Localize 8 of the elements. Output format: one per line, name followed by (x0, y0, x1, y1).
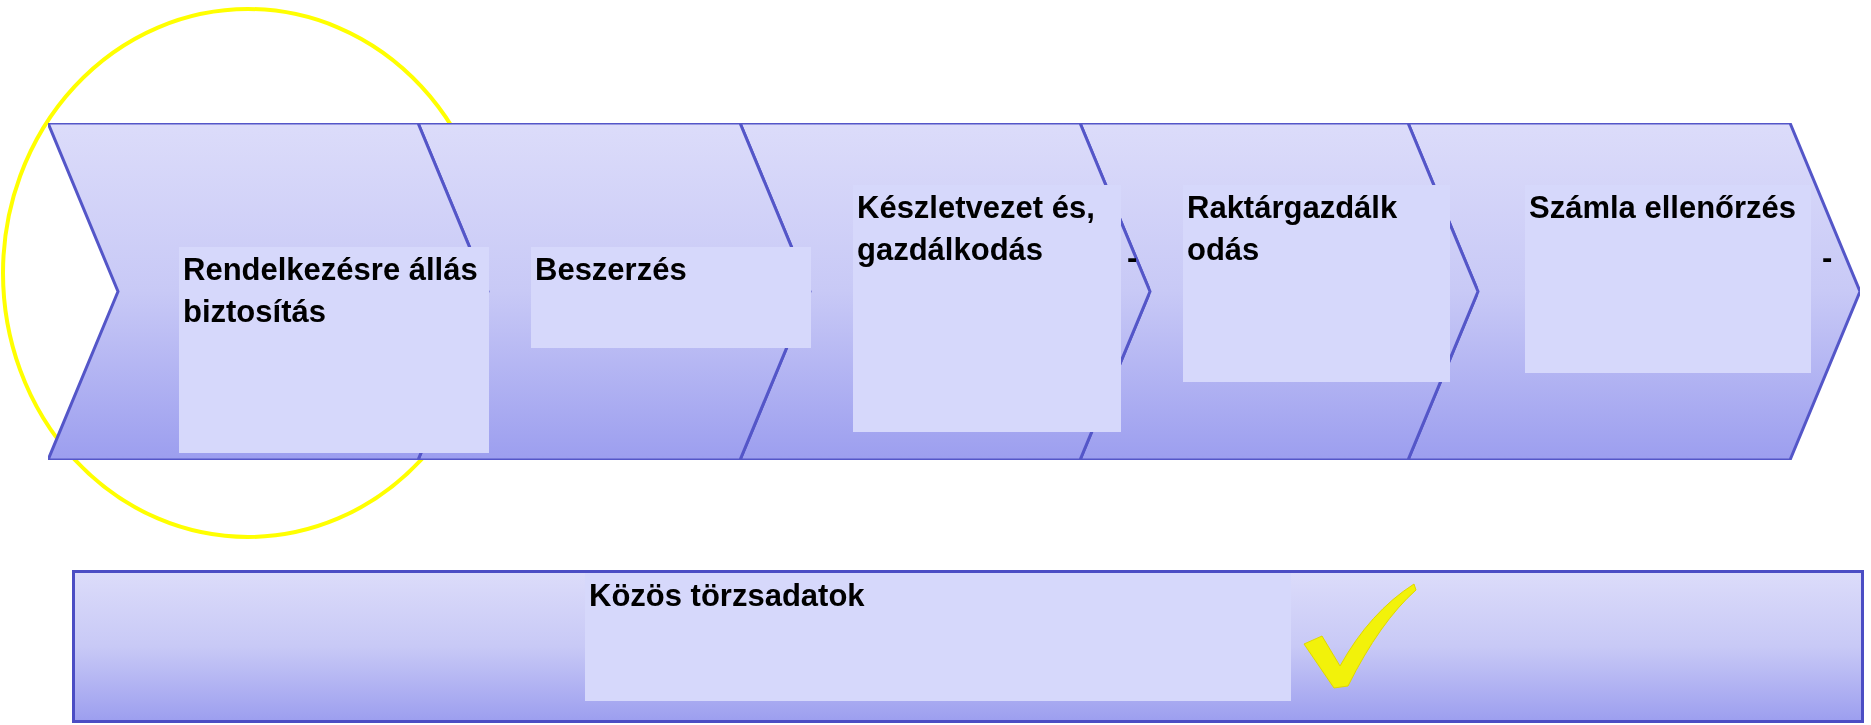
dash-mark: - (1822, 240, 1833, 276)
step-label: Számla ellenőrzés (1525, 185, 1811, 373)
step-label: Közös törzsadatok (585, 573, 1291, 701)
step-label: Raktárgazdálk odás (1183, 185, 1450, 382)
step-label: Beszerzés (531, 247, 811, 348)
step-label: Rendelkezésre állás biztosítás (179, 247, 489, 453)
dash-mark: - (1127, 240, 1138, 276)
step-label: Készletvezet és, gazdálkodás (853, 185, 1121, 432)
